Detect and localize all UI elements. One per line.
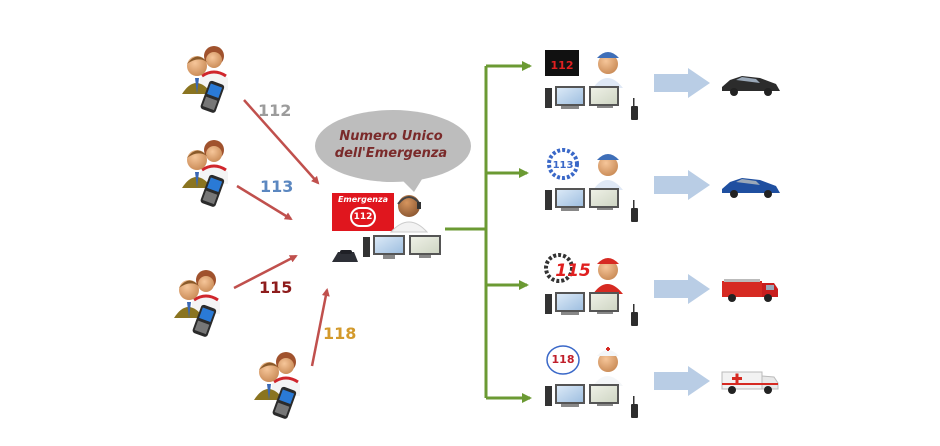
operator-headset-icon — [389, 195, 429, 233]
arrow-118 — [310, 288, 330, 367]
caller-number-112: 112 — [258, 101, 292, 120]
radio-icon — [631, 200, 638, 222]
mobile-phone-icon — [192, 304, 217, 337]
fire-truck-icon — [722, 279, 778, 302]
svg-text:112: 112 — [551, 59, 574, 72]
caller-number-113: 113 — [260, 177, 294, 196]
ambulance-icon — [721, 371, 779, 394]
service-logo-115: 115 — [544, 253, 591, 283]
arrow-115 — [233, 254, 298, 290]
service-workstation — [545, 384, 619, 407]
callers-with-phone-icon — [174, 270, 220, 337]
emergency-sign-number: 112 — [350, 207, 376, 227]
svg-text:118: 118 — [552, 353, 575, 366]
bubble-line-1: Numero Unico — [339, 129, 443, 144]
callers-with-phone-icon — [182, 46, 228, 113]
mobile-phone-icon — [200, 80, 225, 113]
service-118: 118 — [545, 345, 638, 418]
vehicle-arrow-118 — [654, 366, 710, 396]
radio-icon — [631, 304, 638, 326]
hub-workstation — [363, 235, 441, 259]
service-logo-118: 118 — [546, 345, 580, 375]
radio-icon — [631, 98, 638, 120]
service-115: 115 — [544, 253, 638, 326]
speech-bubble — [315, 110, 471, 192]
emergency-sign — [332, 193, 394, 231]
callers-with-phone-icon — [254, 352, 300, 419]
vehicle-arrow-112 — [654, 68, 710, 98]
carabiniere-operator-icon — [593, 52, 623, 88]
svg-text:115: 115 — [555, 261, 591, 281]
caller-number-118: 118 — [323, 324, 357, 343]
police-operator-icon — [593, 154, 623, 190]
arrow-113 — [236, 184, 293, 221]
service-logo-112: 112 — [545, 50, 579, 76]
vehicle-arrow-113 — [654, 170, 710, 200]
incoming-arrows — [233, 99, 330, 367]
caller-number-115: 115 — [259, 278, 293, 297]
vehicle-arrow-115 — [654, 274, 710, 304]
service-workstation — [545, 86, 619, 109]
service-workstation — [545, 188, 619, 211]
police-car-icon — [722, 178, 780, 198]
emergency-sign-label: Emergenza — [337, 195, 389, 204]
svg-text:113: 113 — [553, 160, 574, 171]
service-logo-113: 113 — [547, 148, 579, 180]
mobile-phone-icon — [272, 386, 297, 419]
radio-icon — [631, 396, 638, 418]
service-113: 113 — [545, 148, 638, 222]
mobile-phone-icon — [200, 174, 225, 207]
desk-phone-icon — [332, 250, 358, 262]
bubble-line-2: dell'Emergenza — [334, 146, 448, 161]
bubble-title: Numero Unico dell'Emergenza — [316, 128, 466, 162]
carabinieri-car-icon — [722, 76, 780, 96]
service-workstation — [545, 292, 619, 315]
callers-with-phone-icon — [182, 140, 228, 207]
arrow-112 — [243, 99, 320, 185]
service-112: 112 — [545, 50, 638, 120]
firefighter-operator-icon — [593, 258, 623, 294]
dispatch-tree — [445, 61, 532, 403]
medic-operator-icon — [593, 347, 623, 386]
